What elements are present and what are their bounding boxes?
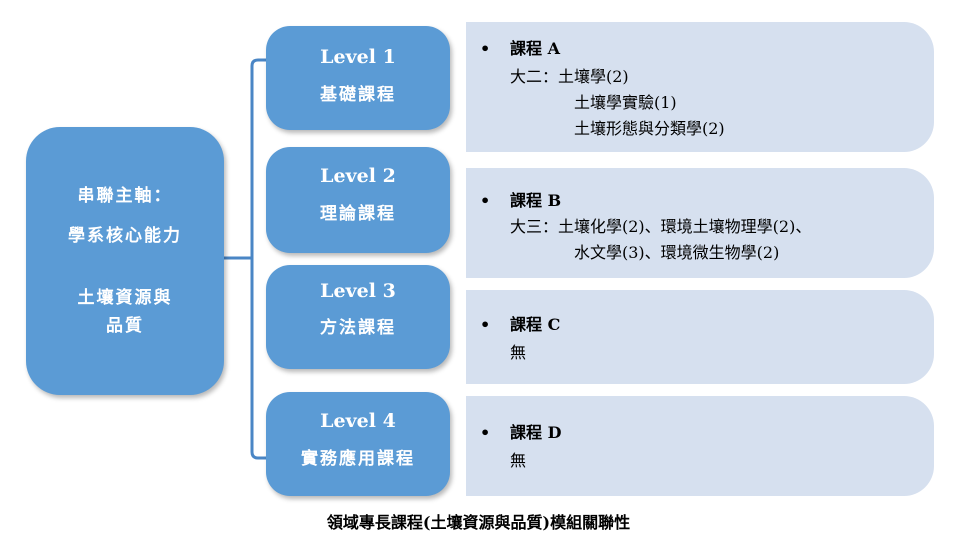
level-3-box: Level 3 方法課程 [266, 265, 450, 369]
course-a-title: 課程 A [510, 39, 560, 58]
course-b-box: • 課程 B 大三：土壤化學(2)、環境土壤物理學(2)、 水文學(3)、環境微生… [466, 168, 934, 278]
course-a-line-1: 大二：土壤學(2) [510, 67, 629, 86]
core-line-2: 學系核心能力 [68, 226, 182, 246]
course-a-heading: • 課程 A [480, 38, 560, 60]
level-4-name: 實務應用課程 [301, 449, 415, 469]
course-d-heading: • 課程 D [480, 422, 561, 444]
level-1-label: Level 1 [320, 46, 396, 68]
level-3-label: Level 3 [320, 280, 396, 302]
course-d-box: • 課程 D 無 [466, 396, 934, 496]
bullet-icon: • [480, 191, 491, 210]
level-1-box: Level 1 基礎課程 [266, 26, 450, 130]
course-c-title: 課程 C [510, 315, 561, 334]
course-a-line-2: 土壤學實驗(1) [574, 93, 677, 112]
level-4-label: Level 4 [320, 410, 396, 432]
level-1-name: 基礎課程 [320, 85, 396, 105]
level-2-name: 理論課程 [320, 204, 396, 224]
course-c-line-1: 無 [510, 343, 527, 362]
level-2-box: Level 2 理論課程 [266, 147, 450, 253]
course-b-heading: • 課程 B [480, 190, 561, 212]
course-b-line-1: 大三：土壤化學(2)、環境土壤物理學(2)、 [510, 217, 812, 236]
level-4-box: Level 4 實務應用課程 [266, 392, 450, 496]
bullet-icon: • [480, 315, 491, 334]
course-b-title: 課程 B [510, 191, 562, 210]
course-d-title: 課程 D [510, 423, 562, 442]
core-line-1: 串聯主軸： [77, 186, 173, 206]
course-c-heading: • 課程 C [480, 314, 560, 336]
course-a-line-3: 土壤形態與分類學(2) [574, 119, 725, 138]
course-a-box: • 課程 A 大二：土壤學(2) 土壤學實驗(1) 土壤形態與分類學(2) [466, 22, 934, 152]
bullet-icon: • [480, 39, 491, 58]
figure-caption: 領域專長課程(土壤資源與品質)模組關聯性 [326, 513, 631, 532]
core-line-3: 土壤資源與 [77, 288, 173, 308]
course-b-line-2: 水文學(3)、環境微生物學(2) [574, 243, 780, 262]
bullet-icon: • [480, 423, 491, 442]
course-c-box: • 課程 C 無 [466, 290, 934, 384]
level-3-name: 方法課程 [320, 318, 396, 338]
core-competency-box: 串聯主軸： 學系核心能力 土壤資源與 品質 [26, 127, 224, 395]
course-d-line-1: 無 [510, 451, 527, 470]
level-2-label: Level 2 [320, 165, 396, 187]
core-line-4: 品質 [106, 316, 144, 336]
